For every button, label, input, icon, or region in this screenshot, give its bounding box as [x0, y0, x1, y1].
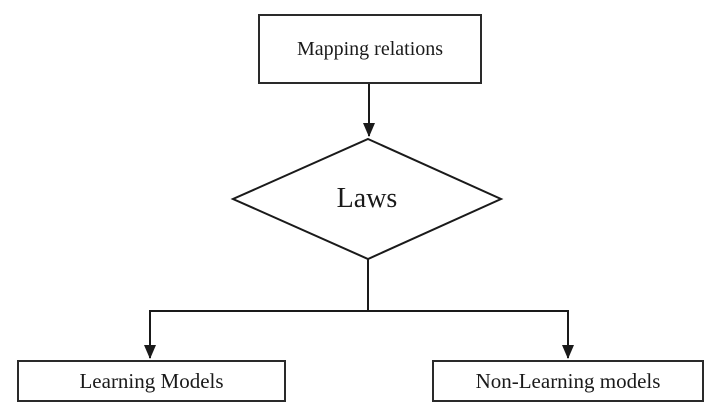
node-non-learning-models-label: Non-Learning models [475, 368, 661, 393]
node-learning-models: Learning Models [17, 360, 286, 402]
node-non-learning-models: Non-Learning models [432, 360, 704, 402]
node-learning-models-label: Learning Models [79, 368, 224, 393]
decision-diamond-shape [230, 137, 504, 261]
node-mapping-relations: Mapping relations [258, 14, 482, 84]
node-mapping-relations-label: Mapping relations [296, 37, 444, 60]
